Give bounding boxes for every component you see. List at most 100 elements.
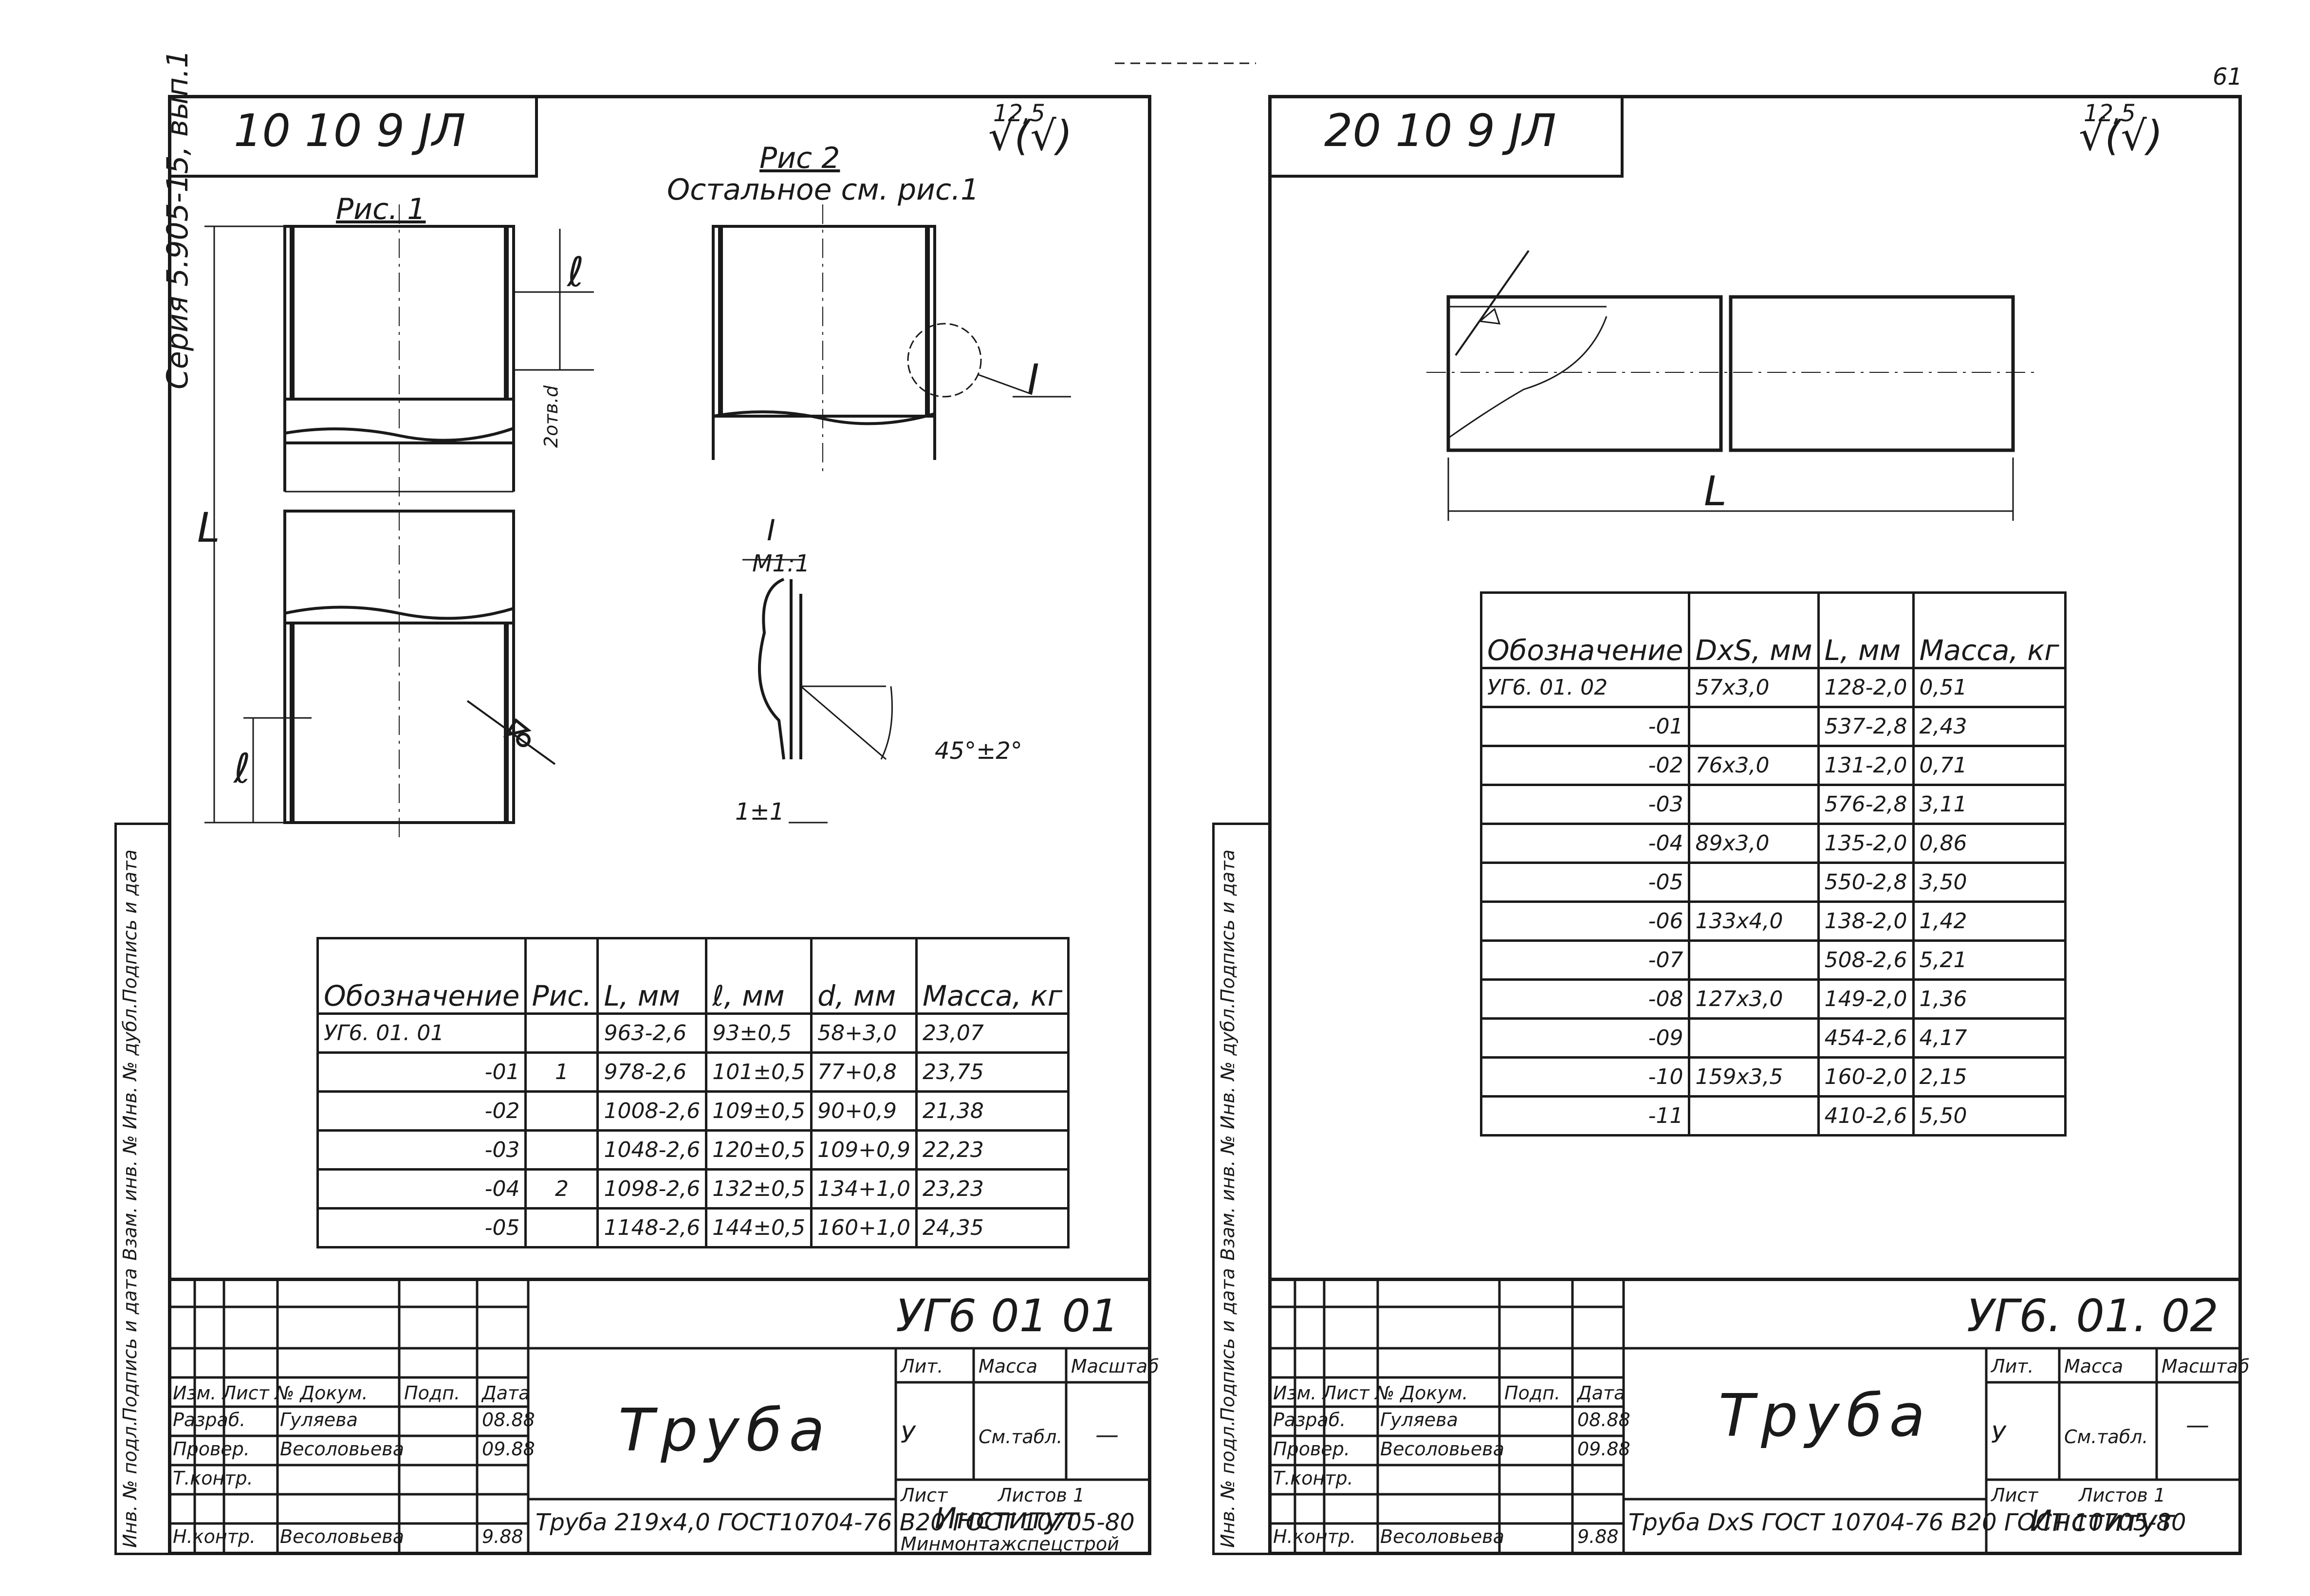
lt-r3-c2: 1048-2,6: [596, 1129, 708, 1171]
table-row: -02 1008-2,6 109±0,5 90+0,9 21,38: [316, 1090, 1070, 1132]
rt-r3-c3: 3,11: [1912, 784, 2067, 825]
right-scale-value: —: [2186, 1412, 2209, 1439]
rt-r4-c0: -04: [1479, 823, 1691, 864]
right-margin-0: Подпись и дата: [1217, 849, 1238, 1003]
rt-r10-c2: 160-2,0: [1817, 1056, 1915, 1098]
rt-r7-c2: 508-2,6: [1817, 939, 1915, 981]
lt-r4-c4: 134+1,0: [810, 1168, 918, 1210]
lt-h1: Рис.: [524, 937, 599, 1015]
lt-h2: L, мм: [596, 937, 708, 1015]
lt-r5-c1: [524, 1207, 599, 1248]
rt-r8-c1: 127x3,0: [1688, 978, 1820, 1020]
rt-r2-c1: 76x3,0: [1688, 745, 1820, 786]
rt-r5-c3: 3,50: [1912, 862, 2067, 903]
left-roughness-symbol: √(√): [988, 112, 1072, 160]
rt-r10-c1: 159x3,5: [1688, 1056, 1820, 1098]
lt-r3-c1: [524, 1129, 599, 1171]
rt-h2: L, мм: [1817, 591, 1915, 669]
table-row: -01 1 978-2,6 101±0,5 77+0,8 23,75: [316, 1051, 1070, 1093]
lt-r2-c0: -02: [316, 1090, 527, 1132]
lt-r2-c3: 109±0,5: [705, 1090, 813, 1132]
left-date-1: 08.88: [482, 1409, 535, 1431]
right-lit-value: У: [1991, 1421, 2006, 1449]
rt-r4-c2: 135-2,0: [1817, 823, 1915, 864]
lt-r1-c3: 101±0,5: [705, 1051, 813, 1093]
right-date-0: Дата: [1577, 1382, 1626, 1404]
lt-r0-c0: УГ6. 01. 01: [316, 1012, 527, 1054]
rt-r2-c0: -02: [1479, 745, 1691, 786]
right-mass-header: Масса: [2064, 1356, 2124, 1377]
left-org: Институт: [935, 1502, 1079, 1536]
left-stamp-code: 10 10 9 JЛ: [234, 105, 466, 157]
fig1-label: Рис. 1: [336, 192, 426, 226]
lt-r0-c4: 58+3,0: [810, 1012, 918, 1054]
rt-r11-c0: -11: [1479, 1095, 1691, 1137]
rt-r6-c1: 133x4,0: [1688, 900, 1820, 942]
rt-r4-c3: 0,86: [1912, 823, 2067, 864]
fig2-pipe: [712, 225, 936, 418]
lt-r0-c5: 23,07: [915, 1012, 1070, 1054]
right-margin-2: Взам. инв. №: [1217, 1135, 1238, 1261]
right-margin-4: Инв. № подл.: [1217, 1420, 1238, 1548]
right-org: Институт: [2030, 1504, 2175, 1538]
right-roughness-symbol: √(√): [2079, 112, 2163, 160]
right-sheet-label: Лист: [1991, 1485, 2038, 1506]
right-scale-header: Масштаб: [2162, 1356, 2250, 1377]
rt-r1-c3: 2,43: [1912, 706, 2067, 747]
rt-r1-c2: 537-2,8: [1817, 706, 1915, 747]
rt-r0-c1: 57x3,0: [1688, 667, 1820, 708]
lt-r1-c2: 978-2,6: [596, 1051, 708, 1093]
lt-r5-c0: -05: [316, 1207, 527, 1248]
lt-h4: d, мм: [810, 937, 918, 1015]
rt-r1-c1: [1688, 706, 1820, 747]
lt-r0-c2: 963-2,6: [596, 1012, 708, 1054]
right-sheets-label: Листов 1: [2079, 1485, 2166, 1506]
right-sign-header: Подп.: [1504, 1382, 1561, 1404]
left-binding-strip: [114, 823, 170, 1555]
left-name-2: Весоловьева: [280, 1438, 404, 1460]
right-pipe-left-part: [1446, 295, 1723, 452]
detail-section-label: I: [767, 514, 776, 548]
rt-r6-c2: 138-2,0: [1817, 900, 1915, 942]
right-pipe-right-part: [1729, 295, 2015, 452]
right-title-block: [1271, 1278, 2239, 1553]
table-row: -05 1148-2,6 144±0,5 160+1,0 24,35: [316, 1207, 1070, 1248]
right-stamp-code: 20 10 9 JЛ: [1324, 105, 1556, 157]
rt-r0-c2: 128-2,0: [1817, 667, 1915, 708]
rt-h1: DxS, мм: [1688, 591, 1820, 669]
right-role-4: Н.контр.: [1273, 1526, 1356, 1547]
lt-r3-c5: 22,23: [915, 1129, 1070, 1171]
dim-L-left: L: [197, 504, 220, 551]
right-material: Труба DxS ГОСТ 10704-76 В20 ГОСТ 10705-8…: [1628, 1509, 2186, 1536]
rt-r7-c1: [1688, 939, 1820, 981]
lt-r5-c3: 144±0,5: [705, 1207, 813, 1248]
lt-r4-c0: -04: [316, 1168, 527, 1210]
right-name-1: Гуляева: [1380, 1409, 1458, 1431]
left-org-2: Минмонтажспецстрой: [901, 1533, 1119, 1555]
rt-r8-c2: 149-2,0: [1817, 978, 1915, 1020]
left-name-1: Гуляева: [280, 1409, 358, 1431]
left-roughness-value: 12,5: [993, 100, 1045, 127]
lt-r5-c2: 1148-2,6: [596, 1207, 708, 1248]
lt-r1-c5: 23,75: [915, 1051, 1070, 1093]
left-role-4: Н.контр.: [173, 1526, 256, 1547]
right-margin-1: Инв. № дубл.: [1217, 1003, 1238, 1129]
lt-r3-c0: -03: [316, 1129, 527, 1171]
left-stamp-box: [168, 95, 538, 178]
left-role-2: Провер.: [173, 1438, 250, 1460]
left-spec-table: Обозначение Рис. L, мм ℓ, мм d, мм Масса…: [316, 937, 1070, 1248]
table-row: -04 2 1098-2,6 132±0,5 134+1,0 23,23: [316, 1168, 1070, 1210]
lt-r4-c2: 1098-2,6: [596, 1168, 708, 1210]
rt-r8-c0: -08: [1479, 978, 1691, 1020]
lt-r2-c1: [524, 1090, 599, 1132]
rt-r1-c0: -01: [1479, 706, 1691, 747]
lt-r3-c4: 109+0,9: [810, 1129, 918, 1171]
